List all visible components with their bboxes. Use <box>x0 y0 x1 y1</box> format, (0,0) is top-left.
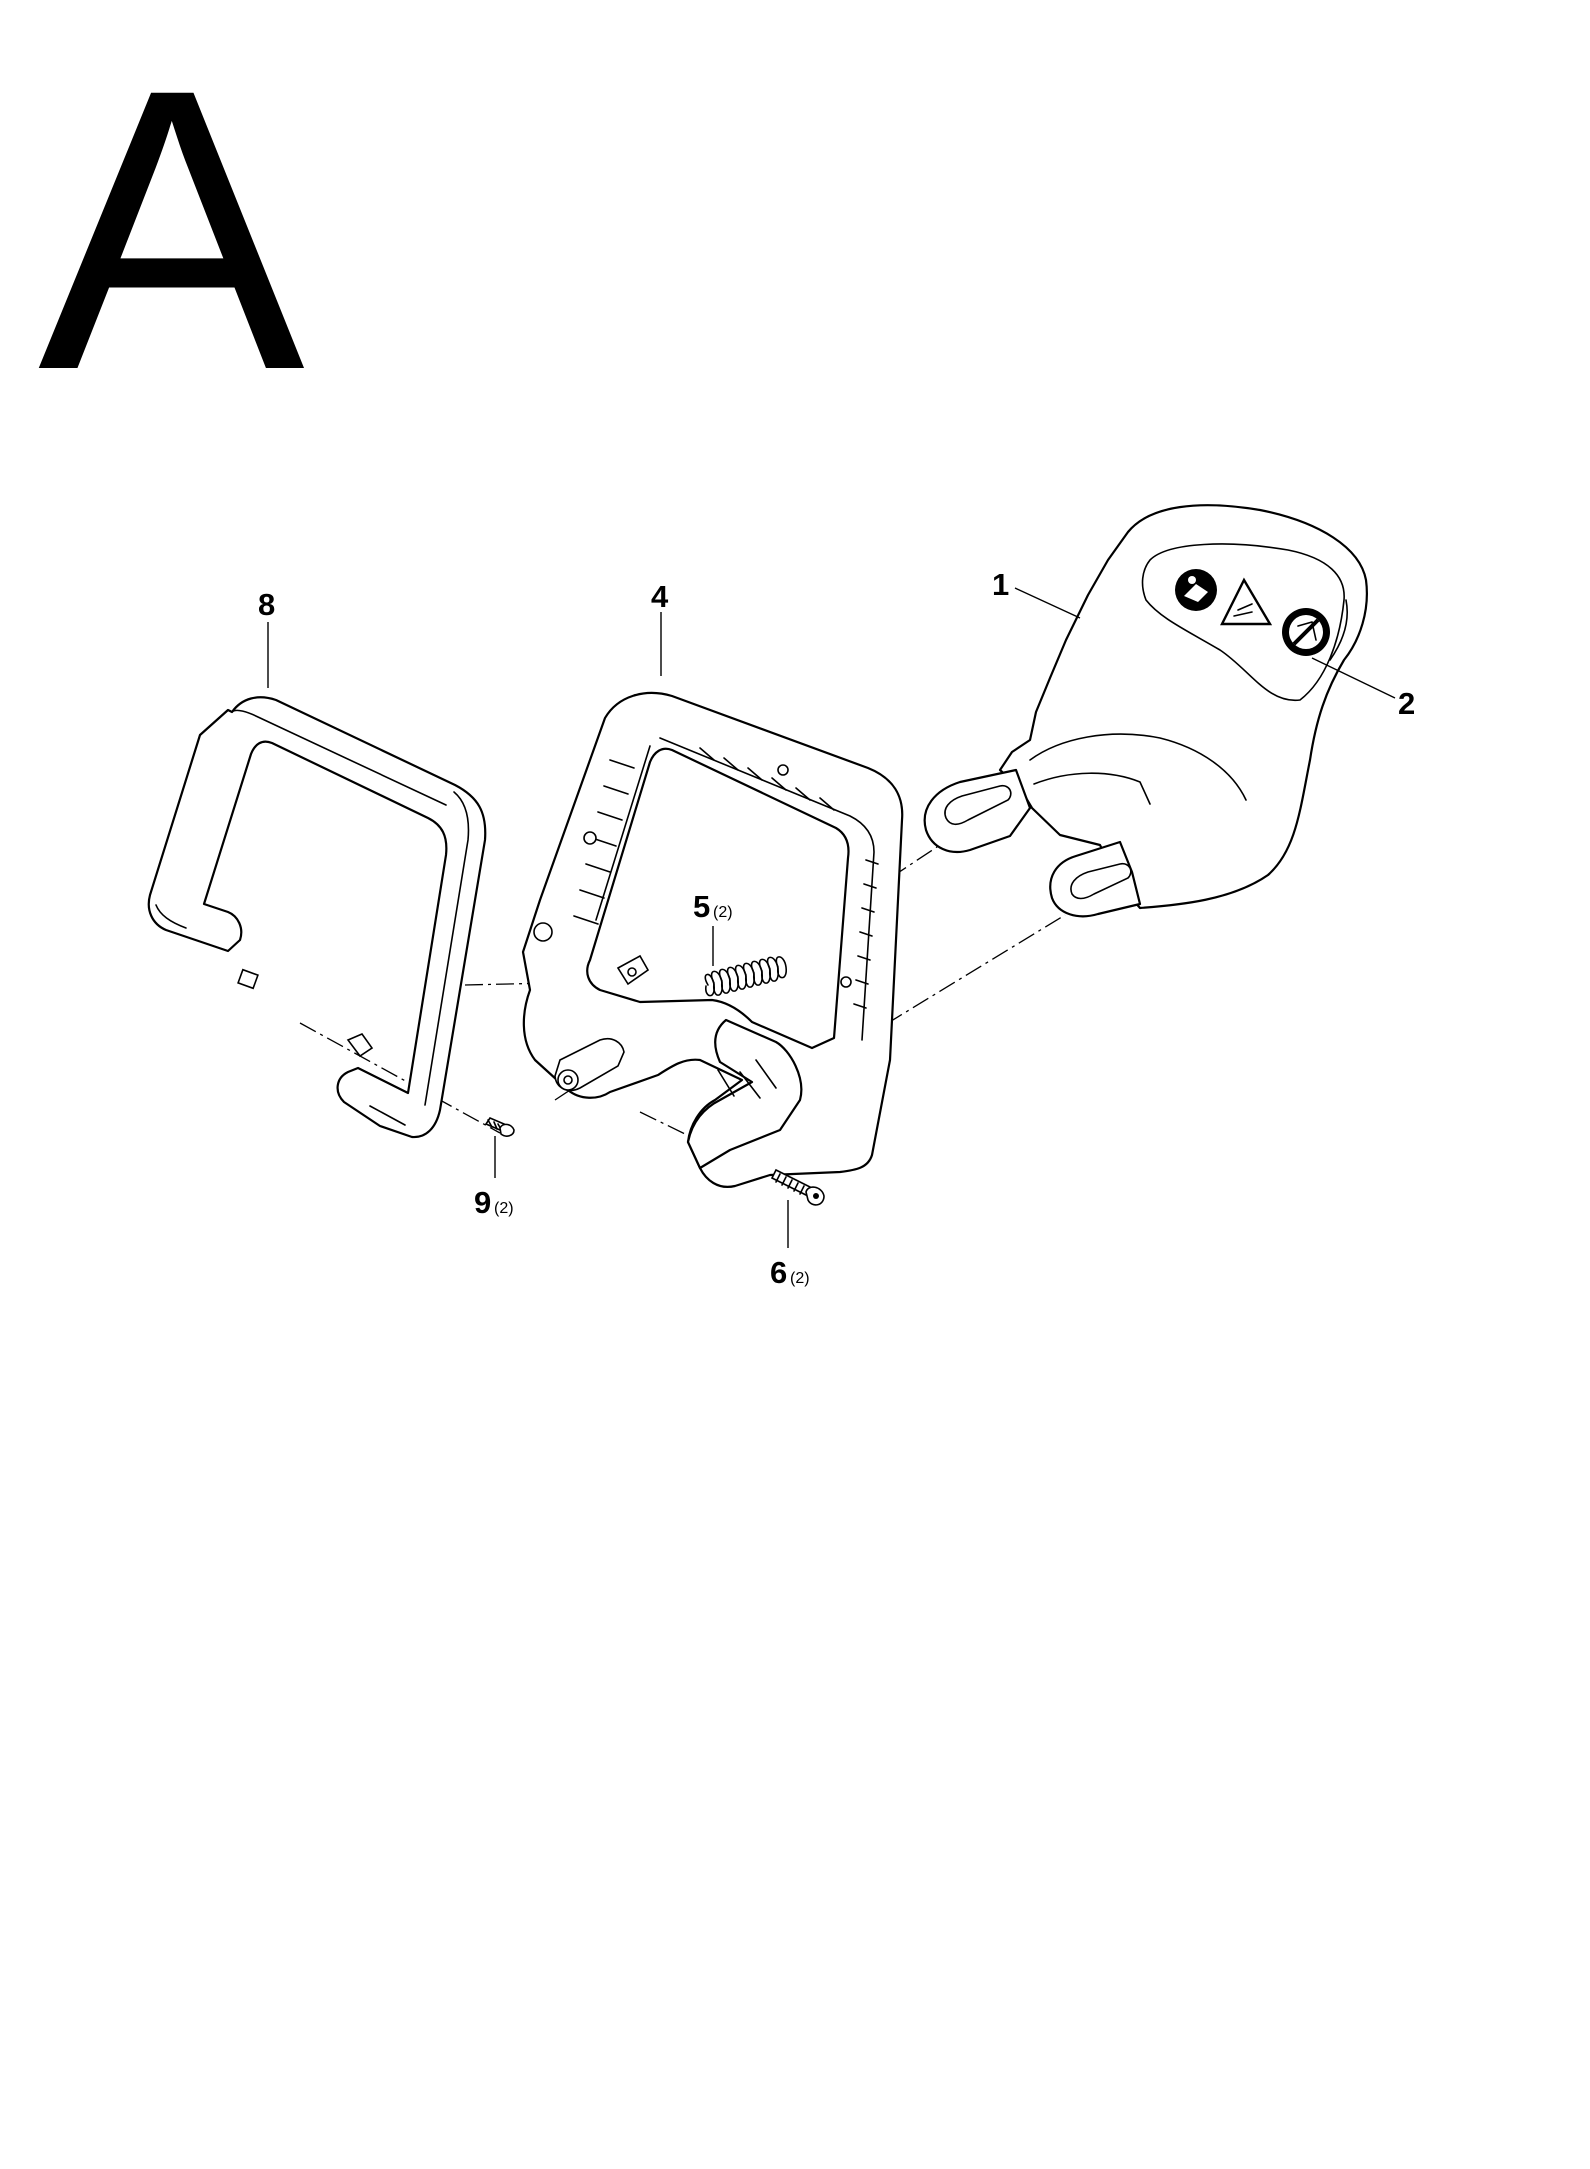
svg-text:6: 6 <box>770 1255 787 1290</box>
svg-text:8: 8 <box>258 587 275 622</box>
part-8-handle-bar <box>147 696 487 1139</box>
part-4-handle-housing <box>521 691 904 1188</box>
part-9-screw <box>484 1117 515 1137</box>
callout-label-2: 2 <box>1398 686 1415 721</box>
svg-text:9: 9 <box>474 1185 491 1220</box>
part-6-screw <box>770 1168 825 1206</box>
callout-label-5: 5 (2) <box>693 889 733 924</box>
svg-text:(2): (2) <box>494 1200 514 1217</box>
callout-label-1: 1 <box>992 567 1009 602</box>
svg-text:5: 5 <box>693 889 710 924</box>
callout-leaders <box>267 587 1396 1248</box>
warning-triangle-icon <box>1220 577 1273 626</box>
section-letter: A <box>38 6 305 453</box>
callout-label-4: 4 <box>651 579 669 614</box>
callout-label-9: 9 (2) <box>474 1185 514 1220</box>
svg-text:(2): (2) <box>790 1270 810 1287</box>
part-5-spring <box>704 956 787 997</box>
callout-label-8: 8 <box>258 587 275 622</box>
callout-label-6: 6 (2) <box>770 1255 810 1290</box>
svg-text:1: 1 <box>992 567 1009 602</box>
svg-text:4: 4 <box>651 579 669 614</box>
part-2-warning-decal <box>1141 543 1345 701</box>
svg-text:2: 2 <box>1398 686 1415 721</box>
svg-text:(2): (2) <box>713 904 733 921</box>
part-1-guard <box>923 504 1368 918</box>
